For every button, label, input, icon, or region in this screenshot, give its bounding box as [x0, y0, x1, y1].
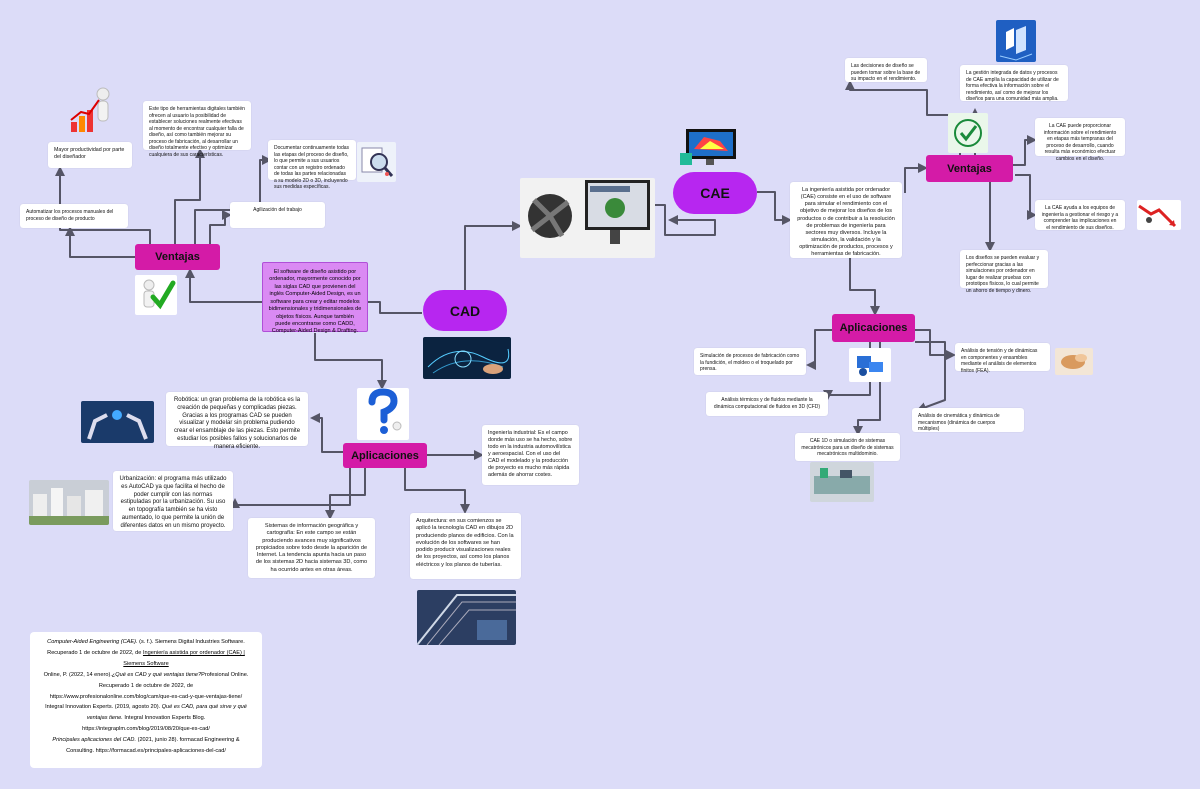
reference-2: Online, P. (2022, 14 enero).¿Qué es CAD …: [43, 671, 249, 689]
architecture-icon: [417, 590, 516, 645]
urban-blocks-icon: [29, 480, 109, 525]
reference-4: Principales aplicaciones del CAD. (2021,…: [52, 737, 240, 755]
cae-ventaja-decisiones: Las decisiones de diseño se pueden tomar…: [845, 58, 927, 82]
falling-graph-icon: [1137, 200, 1181, 230]
reference-1: Computer-Aided Engineering (CAE). (s. f.…: [47, 639, 245, 667]
machine-lab-icon: [810, 462, 874, 502]
reference-3: Integral Innovation Experts. (2019, agos…: [45, 704, 247, 722]
cae-definition: La ingeniería asistida por ordenador (CA…: [790, 182, 902, 258]
cae-app-mecatronicos: CAE 1D o simulación de sistemas mecatrón…: [795, 433, 900, 461]
cad-aplicaciones-tag[interactable]: Aplicaciones: [343, 443, 427, 468]
chart-person-icon: [65, 82, 117, 138]
cad-ventaja-automatizar: Automatizar los procesos manuales del pr…: [20, 204, 128, 228]
cae-app-tension: Análisis de tensión y de dinámicas en co…: [955, 343, 1050, 374]
fan-cad-icon: [520, 178, 655, 258]
cae-ventajas-tag[interactable]: Ventajas: [926, 155, 1013, 182]
robot-arms-icon: [81, 401, 154, 443]
monitor-3d-icon: [680, 127, 740, 169]
reference-2-url[interactable]: https://www.profesionalonline.com/blog/c…: [49, 693, 243, 700]
cae-app-cinematica: Análisis de cinemática y dinámica de mec…: [912, 408, 1024, 432]
cad-ventaja-soluciones: Este tipo de herramientas digitales tamb…: [143, 101, 251, 158]
magnifier-icon: [357, 142, 396, 182]
question-person-icon: [357, 388, 409, 440]
cae-app-fabricacion: Simulación de procesos de fabricación co…: [694, 348, 806, 375]
cad-app-urbanizacion: Urbanización: el programa más utilizado …: [113, 471, 233, 531]
reference-3-url[interactable]: https://integraplm.com/blog/2019/08/20/q…: [82, 726, 210, 733]
cae-aplicaciones-tag[interactable]: Aplicaciones: [832, 314, 915, 342]
cad-app-robotica: Robótica: un gran problema de la robótic…: [166, 392, 308, 450]
cae-ventaja-simulaciones: Los diseños se pueden evaluar y perfecci…: [960, 250, 1048, 294]
cad-app-arquitectura: Arquitectura: en sus comienzos se aplicó…: [410, 513, 521, 579]
cad-ventaja-agilizacion: Agilización del trabajo: [230, 202, 325, 228]
cad-ventajas-tag[interactable]: Ventajas: [135, 244, 220, 270]
checkmark-person-icon: [135, 275, 177, 315]
reference-1-link[interactable]: Ingeniería asistida por ordenador (CAE) …: [123, 649, 245, 667]
cae-node[interactable]: CAE: [673, 172, 757, 214]
cad-ventaja-productividad: Mayor productividad por parte del diseña…: [48, 142, 132, 168]
cae-app-termicos: Análisis térmicos y de fluidos mediante …: [706, 392, 828, 416]
cad-app-ingenieria: Ingeniería industrial: Es el campo donde…: [482, 425, 579, 485]
cad-ventaja-documentar: Documentar continuamente todas las etapa…: [268, 140, 356, 190]
cad-drawing-icon: [423, 337, 511, 379]
robot-part-icon: [849, 348, 891, 382]
cad-node[interactable]: CAD: [423, 290, 507, 331]
thumb-hand-icon: [948, 113, 988, 153]
hand-stress-icon: [1055, 348, 1093, 375]
city-isometric-icon: [996, 20, 1036, 62]
cad-definition: El software de diseño asistido por orden…: [262, 262, 368, 334]
cae-ventaja-gestion: La gestión integrada de datos y procesos…: [960, 65, 1068, 102]
cae-ventaja-riesgo: La CAE ayuda a los equipos de ingeniería…: [1035, 200, 1125, 231]
cad-app-sig: Sistemas de información geográfica y car…: [248, 518, 375, 578]
cae-ventaja-informacion: La CAE puede proporcionar información so…: [1035, 118, 1125, 162]
references-box: Computer-Aided Engineering (CAE). (s. f.…: [30, 632, 262, 768]
